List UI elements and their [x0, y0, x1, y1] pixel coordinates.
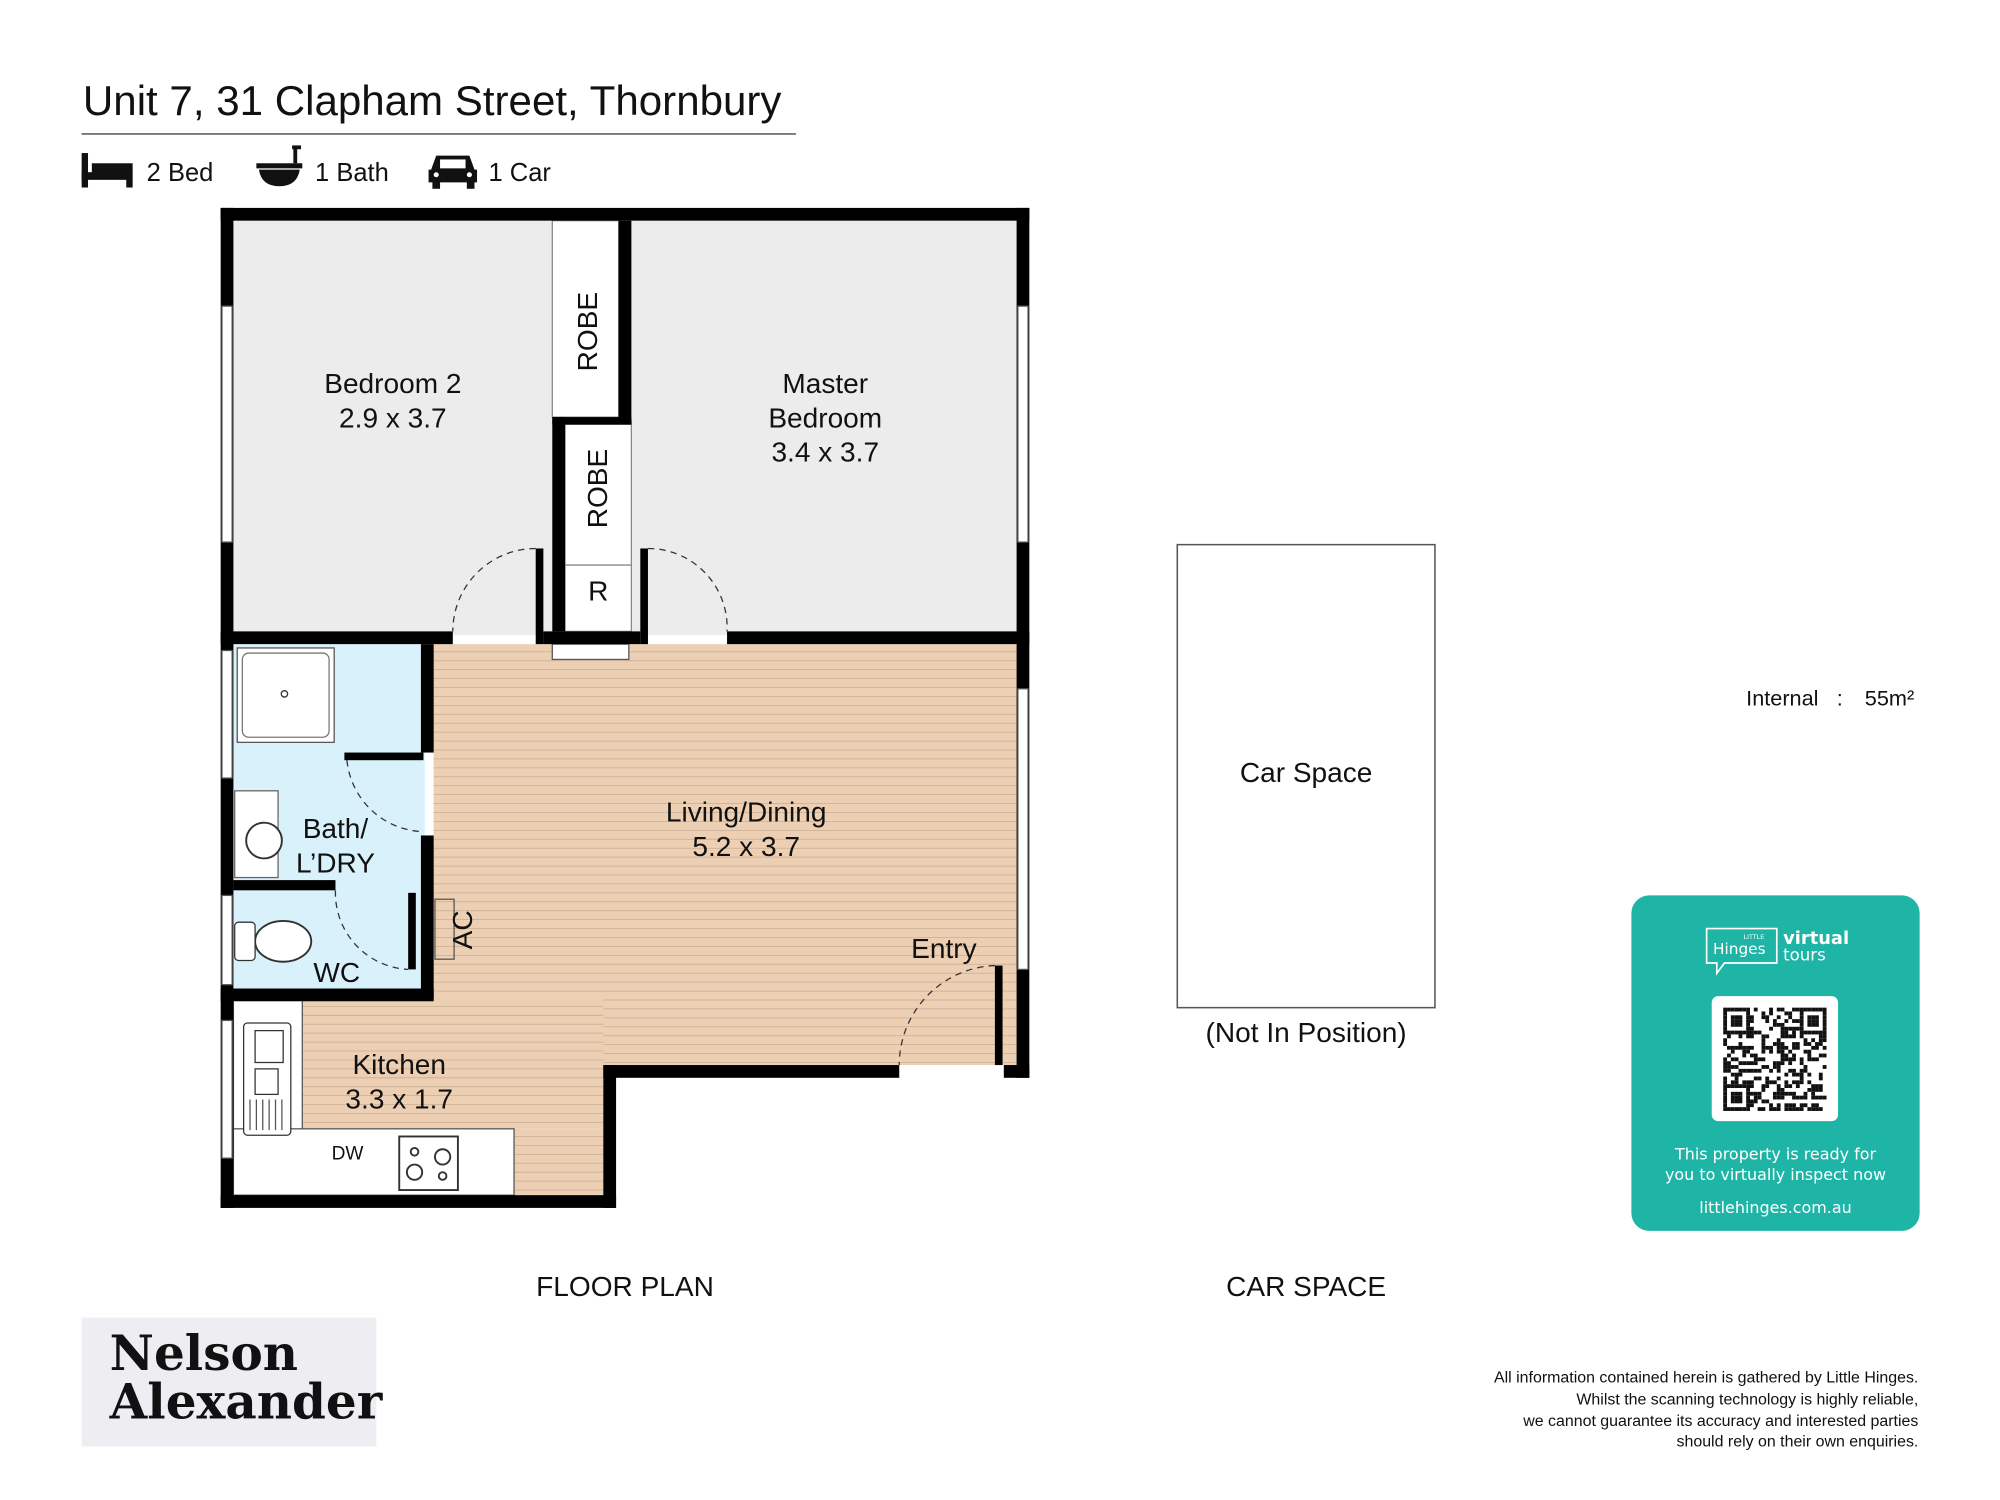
robe-2-label: ROBE	[582, 449, 613, 528]
robe-r-label: R	[588, 576, 608, 607]
ac-label: AC	[447, 910, 478, 949]
feature-bed-label: 2 Bed	[147, 159, 214, 187]
svg-text:virtual: virtual	[1783, 928, 1849, 949]
dishwasher-label: DW	[332, 1143, 364, 1164]
kitchen-counter-bottom	[232, 1128, 515, 1196]
car-space-note: (Not In Position)	[1206, 1017, 1407, 1048]
nelson-alexander-logo: Nelson Alexander	[81, 1317, 384, 1447]
master-bedroom-label-1: Master	[782, 368, 868, 399]
disclaimer-line: Whilst the scanning technology is highly…	[1576, 1391, 1918, 1408]
card-line-1: This property is ready for	[1674, 1144, 1876, 1163]
card-line-2: you to virtually inspect now	[1665, 1165, 1886, 1184]
car-space-outline	[1176, 543, 1436, 1009]
disclaimer-line: should rely on their own enquiries.	[1677, 1433, 1919, 1450]
bath-laundry-label-1: Bath/	[303, 813, 369, 844]
master-bedroom-size: 3.4 x 3.7	[771, 437, 879, 468]
internal-area-value: 55m²	[1865, 685, 1914, 710]
windows	[221, 305, 1029, 1159]
svg-text:LITTLE: LITTLE	[1744, 933, 1765, 941]
card-url[interactable]: littlehinges.com.au	[1699, 1198, 1851, 1217]
floor-plan-caption: FLOOR PLAN	[536, 1271, 714, 1302]
virtual-tour-card[interactable]: LITTLE Hinges virtual tours This propert…	[1631, 895, 1920, 1231]
internal-area-sep: :	[1837, 685, 1843, 710]
svg-text:Nelson: Nelson	[110, 1325, 298, 1382]
svg-text:tours: tours	[1783, 945, 1826, 964]
entry-label: Entry	[911, 933, 976, 964]
cooktop-icon	[398, 1135, 459, 1192]
toilet-icon	[254, 919, 313, 963]
robe-1-label: ROBE	[572, 292, 603, 372]
ac-unit	[434, 898, 455, 960]
little-hinges-logo: LITTLE Hinges virtual tours	[1705, 927, 1849, 976]
robe-threshold	[551, 643, 630, 661]
master-bedroom-label-2: Bedroom	[768, 402, 882, 433]
bed-icon	[81, 153, 133, 188]
bath-icon	[256, 145, 303, 187]
feature-car-label: 1 Car	[489, 159, 552, 187]
feature-bed: 2 Bed	[81, 153, 214, 188]
qr-code-pattern	[1723, 1007, 1827, 1111]
internal-area-label: Internal	[1746, 685, 1818, 710]
basin-icon	[245, 821, 283, 860]
feature-bath: 1 Bath	[256, 145, 389, 187]
bedroom-2-size: 2.9 x 3.7	[339, 402, 447, 433]
disclaimer: All information contained herein is gath…	[1494, 1370, 1918, 1451]
svg-text:Alexander: Alexander	[109, 1373, 384, 1430]
living-kitchen-floor	[302, 644, 1017, 1196]
kitchen-size: 3.3 x 1.7	[345, 1083, 453, 1114]
svg-text:Hinges: Hinges	[1713, 940, 1766, 958]
car-space-label: Car Space	[1240, 757, 1373, 788]
living-dining-size: 5.2 x 3.7	[692, 831, 800, 862]
door-swings	[334, 547, 995, 1066]
bedroom-2-label: Bedroom 2	[324, 368, 461, 399]
feature-car: 1 Car	[428, 155, 552, 189]
car-space-caption: CAR SPACE	[1226, 1271, 1386, 1302]
disclaimer-line: we cannot guarantee its accuracy and int…	[1522, 1413, 1918, 1430]
page-title: Unit 7, 31 Clapham Street, Thornbury	[83, 77, 782, 124]
wc-label: WC	[313, 957, 360, 988]
car-icon	[428, 155, 478, 189]
robe-1	[551, 220, 620, 418]
bath-laundry-label-2: L’DRY	[296, 847, 375, 878]
feature-bath-label: 1 Bath	[315, 159, 389, 187]
living-dining-label: Living/Dining	[666, 796, 827, 827]
disclaimer-line: All information contained herein is gath…	[1494, 1370, 1918, 1387]
qr-code[interactable]	[1711, 996, 1839, 1122]
kitchen-label: Kitchen	[352, 1049, 446, 1080]
